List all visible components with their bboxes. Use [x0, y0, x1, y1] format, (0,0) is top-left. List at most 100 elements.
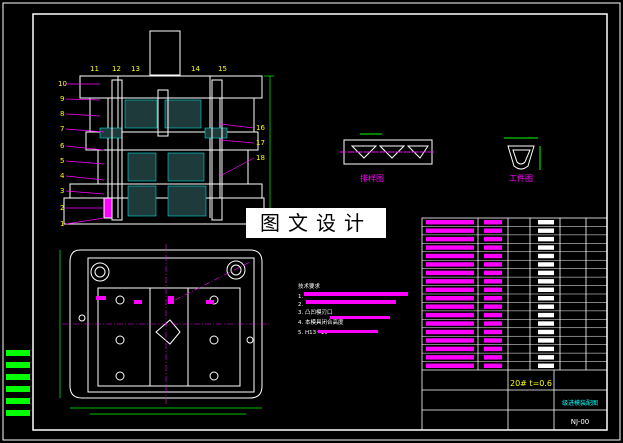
part-number: 17 [256, 139, 265, 147]
plan-dimensions [59, 250, 262, 415]
notes-line: 4. 本模具闭合高度 [298, 318, 344, 326]
bom-cell [426, 355, 474, 360]
bom-cell [484, 220, 502, 225]
leader-lines [65, 83, 255, 225]
plan-highlights [96, 296, 214, 304]
margin-swatches [6, 350, 30, 416]
part-number: 7 [60, 125, 64, 133]
bom-cell [484, 346, 502, 352]
bom-cell [538, 287, 554, 292]
bom-cell [484, 304, 502, 309]
bom-cell [484, 228, 502, 233]
strip-layout [340, 133, 436, 165]
part-number: 6 [60, 142, 65, 150]
section-hatching [99, 99, 228, 217]
bom-cell [484, 236, 502, 242]
bom-cell [538, 338, 554, 343]
bom-cell [538, 220, 554, 225]
part-number: 16 [256, 124, 265, 132]
part-number: 10 [58, 80, 67, 88]
bom-cell [484, 296, 502, 301]
watermark: 图文设计 [246, 208, 386, 238]
bom-cell [484, 321, 502, 326]
workpiece [504, 137, 541, 170]
part-number: 1 [60, 220, 64, 228]
title-block [422, 370, 607, 430]
notes-highlight-bars [304, 292, 408, 333]
part-number: 5 [60, 157, 64, 165]
workpiece-label: 工件图 [509, 173, 533, 183]
bom-cell [426, 312, 474, 318]
notes-line: 3. 凸凹模刃口 [298, 308, 333, 316]
notes-line: 技术要求 [298, 282, 321, 290]
drawing-number: NJ-00 [571, 418, 589, 426]
bom-cell [426, 253, 474, 259]
bom-cell [538, 270, 554, 276]
bom-cell [538, 304, 554, 309]
bom-cell [538, 253, 554, 259]
bom-cell [538, 329, 554, 335]
part-number: 8 [60, 110, 64, 118]
plan-centerlines [62, 244, 270, 404]
part-number: 2 [60, 204, 64, 212]
bom-cell [426, 338, 474, 343]
bom-cell [426, 245, 474, 250]
bom-cell [538, 346, 554, 352]
bom-cell [538, 236, 554, 242]
bom-cell [484, 245, 502, 250]
notes-line: 1. [298, 294, 303, 300]
drawing-name: 级进模装配图 [562, 399, 598, 407]
bom-cell [484, 253, 502, 259]
bom-cell [538, 228, 554, 233]
bom-cell [484, 338, 502, 343]
part-number: 12 [112, 65, 121, 73]
bom-cell [538, 245, 554, 250]
bom-cell [426, 329, 474, 335]
bom-cell [426, 220, 474, 225]
bom-cell [426, 262, 474, 267]
bom-cell [484, 279, 502, 284]
part-number: 18 [256, 154, 265, 162]
bom-cell [426, 236, 474, 242]
bom-cell [538, 262, 554, 267]
bom-cells [426, 220, 554, 368]
bom-cell [538, 321, 554, 326]
bom-cell [538, 363, 554, 368]
part-number: 13 [131, 65, 140, 73]
bom-cell [426, 321, 474, 326]
plan-view [69, 249, 263, 399]
bom-cell [484, 329, 502, 335]
bom-cell [484, 287, 502, 292]
height-dimension [264, 75, 274, 225]
front-section-view [63, 30, 265, 225]
part-number: 9 [60, 95, 64, 103]
guide-pillars [103, 79, 223, 221]
bom-cell [426, 304, 474, 309]
bom-cell [484, 363, 502, 368]
bom-cell [426, 270, 474, 276]
notes-line: 2. [298, 302, 303, 308]
bom-row-lines [422, 226, 607, 362]
bom-cell [484, 262, 502, 267]
bom-cell [484, 270, 502, 276]
bom-cell [426, 228, 474, 233]
technical-notes: 技术要求 1. 2. 3. 凸凹模刃口 4. 本模具闭合高度 5. H13~10 [298, 282, 344, 336]
bom-cell [538, 279, 554, 284]
bom-cell [538, 355, 554, 360]
strip-layout-label: 排样图 [360, 173, 384, 183]
part-number: 3 [60, 187, 64, 195]
bom-cell [538, 312, 554, 318]
material-spec: 20# t=0.6 [510, 379, 552, 388]
bom-cell [484, 312, 502, 318]
bom-cell [426, 363, 474, 368]
bom-cell [426, 279, 474, 284]
part-number: 4 [60, 172, 65, 180]
part-number: 14 [191, 65, 200, 73]
part-number: 15 [218, 65, 227, 73]
bom-cell [426, 287, 474, 292]
bom-cell [538, 296, 554, 301]
part-number: 11 [90, 65, 99, 73]
notes-line: 5. H13~10 [298, 330, 328, 336]
